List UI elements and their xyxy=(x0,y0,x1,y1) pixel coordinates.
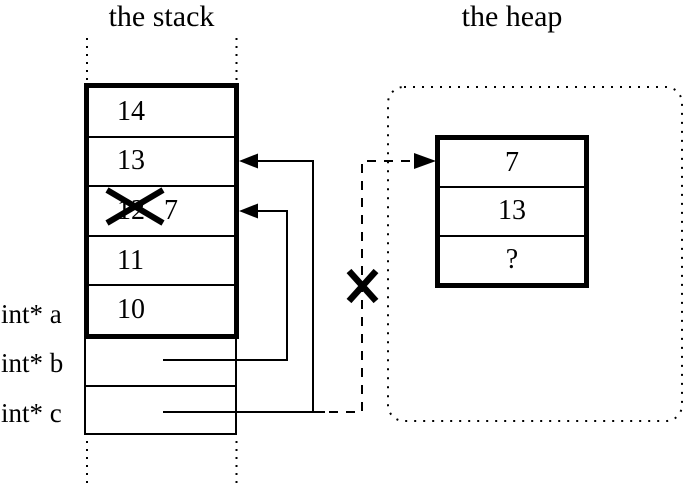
stack-cell-new-value: 7 xyxy=(164,194,178,226)
stack-cell-overwritten: 12 7 xyxy=(89,185,234,235)
stack-cell: 11 xyxy=(89,234,234,285)
pointer-label-c: int* c xyxy=(1,398,62,428)
stack-pointer-cells xyxy=(84,339,237,435)
stack-box: 14 13 12 7 11 10 xyxy=(84,83,239,339)
heap-cell-value: ? xyxy=(505,243,519,275)
stack-cell: 10 xyxy=(89,284,234,334)
heap-cell: 7 xyxy=(440,140,584,186)
heap-cell-value: 13 xyxy=(498,195,526,227)
heap-object-box: 7 13 ? xyxy=(435,135,589,288)
stack-var-c-cell xyxy=(86,385,235,433)
pointer-label-b: int* b xyxy=(1,348,64,378)
heap-cell: 13 xyxy=(440,186,584,234)
stack-cell-value: 11 xyxy=(117,244,144,276)
heap-cell: ? xyxy=(440,234,584,283)
stack-cell-value: 13 xyxy=(117,145,145,177)
heap-title: the heap xyxy=(461,0,563,33)
stack-cell-old-value: 12 xyxy=(117,194,145,226)
stack-var-b-cell xyxy=(86,339,235,385)
dangling-pointer-x-icon xyxy=(346,268,379,304)
arrowhead-dashed-icon xyxy=(414,153,436,169)
stack-cell-value: 10 xyxy=(117,294,145,326)
stack-title: the stack xyxy=(108,0,215,33)
arrowhead-c-icon xyxy=(239,153,258,169)
dashed-arrow-c-to-heap xyxy=(329,160,414,413)
pointer-label-a: int* a xyxy=(1,299,62,329)
stack-cell: 13 xyxy=(89,135,234,186)
heap-cell-value: 7 xyxy=(505,147,519,179)
stack-cell: 14 xyxy=(89,88,234,136)
arrowhead-b-icon xyxy=(239,203,258,219)
stack-cell-value: 14 xyxy=(117,95,145,127)
